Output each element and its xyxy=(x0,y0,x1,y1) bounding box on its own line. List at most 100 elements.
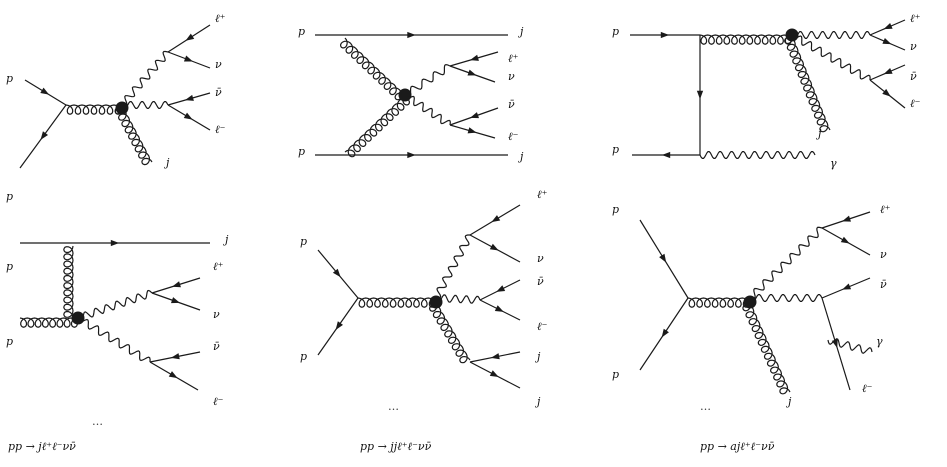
label-j: j xyxy=(517,25,524,38)
fermion-arrow xyxy=(170,297,180,304)
fermion-arrow xyxy=(170,353,180,360)
label-j: j xyxy=(534,350,541,363)
effective-vertex-blob xyxy=(743,295,757,309)
label-nubar: ν̄ xyxy=(508,98,515,111)
effective-vertex-blob xyxy=(115,101,129,115)
label-nu: ν xyxy=(910,40,917,53)
label-lminus: ℓ⁻ xyxy=(213,395,224,408)
fermion-arrow xyxy=(183,55,193,62)
gluon-line xyxy=(699,34,793,45)
label-j: j xyxy=(517,150,524,163)
w-boson-line xyxy=(791,31,871,39)
ellipsis-text: … xyxy=(92,415,103,428)
label-j: j xyxy=(815,127,822,140)
label-lminus: ℓ⁻ xyxy=(862,382,873,395)
fermion-arrow xyxy=(842,283,852,290)
w-boson-line xyxy=(435,294,481,304)
label-p: p xyxy=(6,260,13,273)
w-boson-line xyxy=(404,63,451,98)
fermion-arrow xyxy=(407,151,416,159)
fermion-arrow xyxy=(467,69,477,76)
label-lminus: ℓ⁻ xyxy=(215,123,226,136)
gluon-line xyxy=(65,104,123,115)
label-p: p xyxy=(612,203,619,216)
fermion-arrow xyxy=(467,127,477,134)
label-p: p xyxy=(6,335,13,348)
effective-vertex-blob xyxy=(785,28,799,42)
label-nu: ν xyxy=(880,248,887,261)
w-boson-line xyxy=(77,317,151,363)
label-nubar: ν̄ xyxy=(910,70,917,83)
fermion-arrow xyxy=(110,239,120,247)
gluon-line xyxy=(19,317,79,328)
fermion-arrow xyxy=(489,370,499,377)
w-boson-line xyxy=(436,234,470,299)
label-j: j xyxy=(534,395,541,408)
process-caption-col3: pp → ajℓ⁺ℓ⁻νν̄ xyxy=(700,440,775,453)
gluon-line xyxy=(784,34,831,133)
label-p: p xyxy=(612,143,619,156)
fermion-arrow xyxy=(184,94,194,101)
label-nubar: ν̄ xyxy=(880,278,887,291)
label-p: p xyxy=(612,368,619,381)
propagator-lines xyxy=(19,19,906,395)
label-j: j xyxy=(222,233,229,246)
fermion-arrow xyxy=(469,54,479,61)
fermion-arrow xyxy=(496,285,506,292)
fermion-arrow xyxy=(489,243,499,251)
w-boson-line xyxy=(121,50,169,107)
label-nubar: ν̄ xyxy=(213,340,220,353)
process-caption-col1: pp → jℓ⁺ℓ⁻νν̄ xyxy=(8,440,76,453)
label-nubar: ν̄ xyxy=(537,275,544,288)
label-p: p xyxy=(6,190,13,203)
fermion-arrow xyxy=(40,131,49,140)
fermion-arrow xyxy=(842,215,851,222)
label-nu: ν xyxy=(213,308,220,321)
gluon-line xyxy=(63,245,74,319)
gluon-line xyxy=(357,297,437,308)
gluon-line xyxy=(742,301,791,395)
label-lplus: ℓ⁺ xyxy=(910,12,921,25)
ellipsis-text: … xyxy=(700,400,711,413)
label-lplus: ℓ⁺ xyxy=(508,52,519,65)
label-p: p xyxy=(300,350,307,363)
fermion-arrow xyxy=(882,37,892,45)
fermion-arrow xyxy=(490,353,500,360)
fermion-arrow xyxy=(183,112,193,120)
fermion-arrow xyxy=(171,281,181,288)
fermion-arrow xyxy=(335,321,343,330)
gluon-line xyxy=(339,37,406,101)
w-boson-line xyxy=(404,94,451,126)
label-nu: ν xyxy=(215,58,222,71)
effective-vertex-blob xyxy=(398,88,412,102)
fermion-arrow xyxy=(494,305,504,312)
process-caption-col2: pp → jjℓ⁺ℓ⁻νν̄ xyxy=(360,440,432,453)
label-lplus: ℓ⁺ xyxy=(215,12,226,25)
label-p: p xyxy=(6,72,13,85)
fermion-arrow xyxy=(332,268,341,278)
gluon-line xyxy=(114,104,153,166)
label-gamma: γ xyxy=(830,157,837,170)
label-nu: ν xyxy=(508,70,515,83)
ellipsis-text: … xyxy=(388,400,399,413)
label-lminus: ℓ⁻ xyxy=(910,97,921,110)
label-lplus: ℓ⁺ xyxy=(213,260,224,273)
w-boson-line xyxy=(791,34,871,81)
w-boson-line xyxy=(121,101,169,109)
label-nubar: ν̄ xyxy=(215,86,222,99)
label-lplus: ℓ⁺ xyxy=(537,188,548,201)
gluon-line xyxy=(687,297,751,308)
label-nu: ν xyxy=(537,252,544,265)
w-boson-line xyxy=(749,226,823,300)
fermion-arrow xyxy=(40,87,50,95)
label-p: p xyxy=(300,235,307,248)
fermion-arrow xyxy=(659,253,667,263)
fermion-arrow xyxy=(185,33,195,41)
label-lminus: ℓ⁻ xyxy=(508,130,519,143)
label-lplus: ℓ⁺ xyxy=(880,203,891,216)
fermion-arrow xyxy=(407,31,416,39)
w-boson-line xyxy=(77,289,153,322)
gluon-line xyxy=(428,301,471,364)
